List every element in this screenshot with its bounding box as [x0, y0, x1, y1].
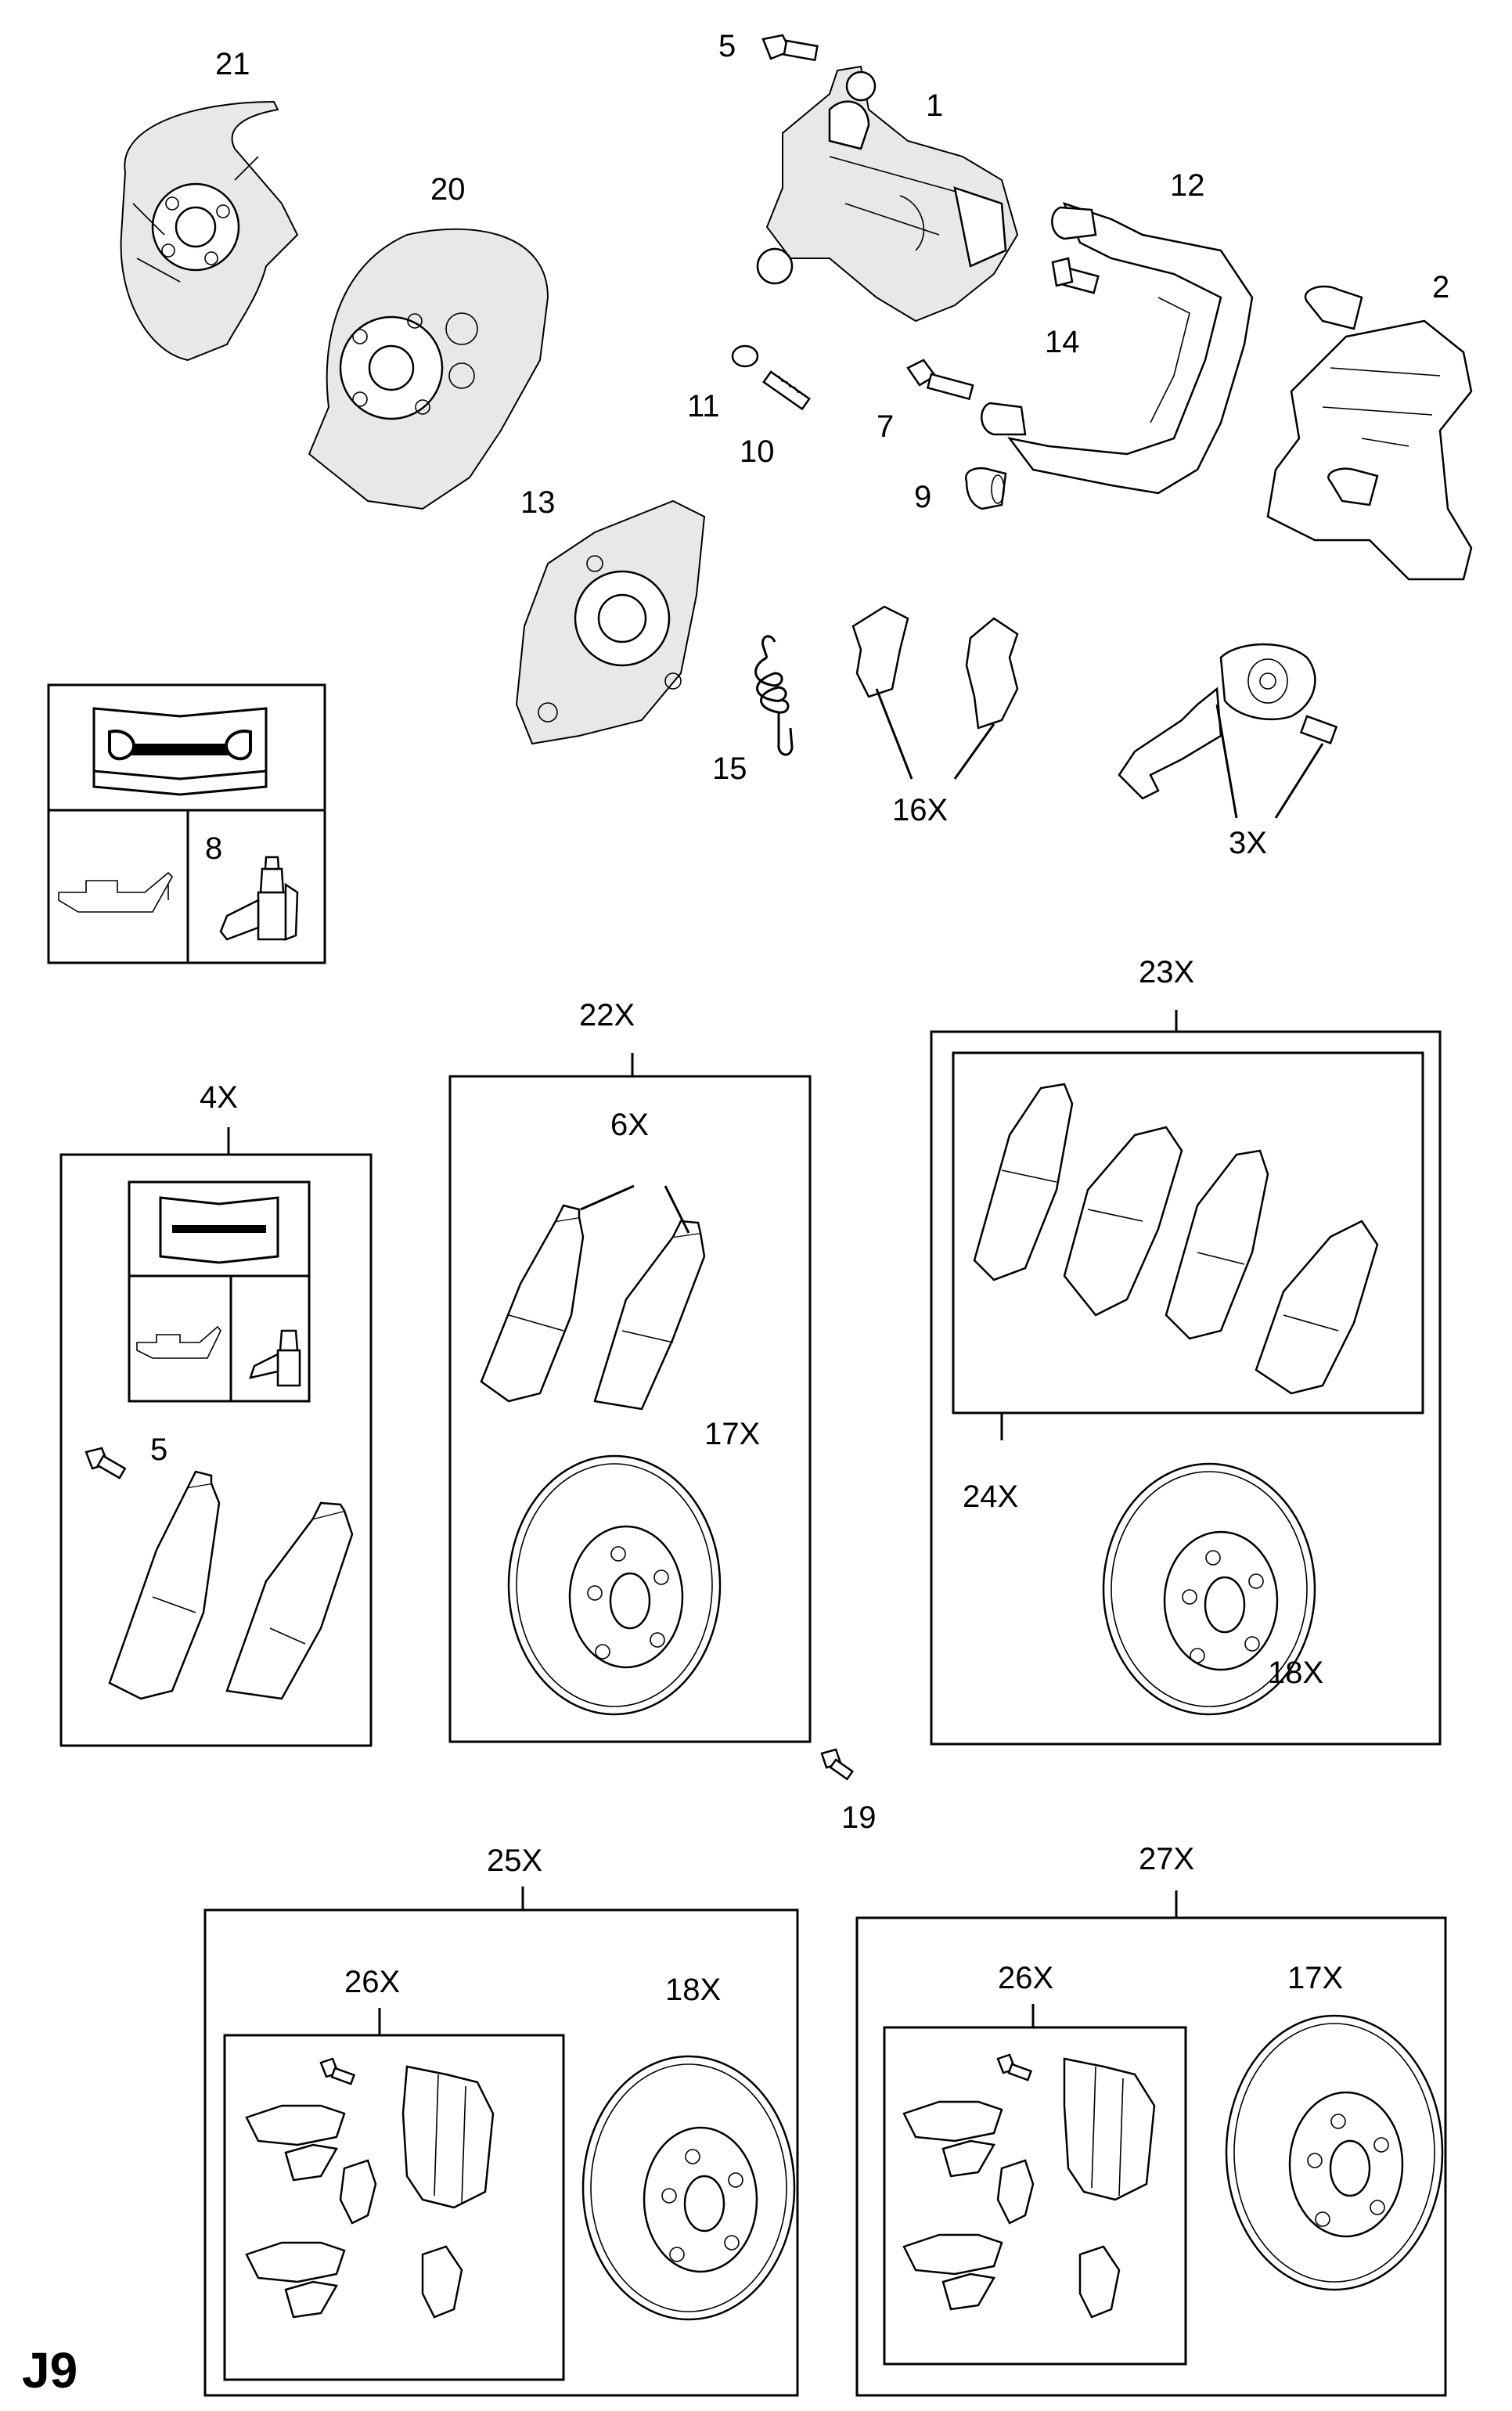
part-1-brake-caliper [756, 65, 1019, 323]
part-9-guide-boot [965, 467, 1007, 510]
part-13-anchor-plate [515, 499, 706, 745]
callout-7: 7 [877, 409, 894, 444]
part-12-caliper-bracket [981, 201, 1254, 495]
callout-10: 10 [740, 434, 775, 469]
callout-20: 20 [430, 172, 466, 207]
brake-disc [581, 2055, 796, 2321]
part-21-splash-shield [120, 100, 299, 362]
callout-23x: 23X [1139, 955, 1194, 989]
part-14-bolt [1051, 257, 1100, 294]
brake-disc [1225, 2014, 1444, 2291]
callout-15: 15 [712, 751, 747, 786]
callout-24x: 24X [963, 1479, 1018, 1514]
callout-27x: 27X [1139, 1842, 1194, 1876]
grease-tube-icon [249, 1329, 301, 1387]
service-manual-icon [159, 1196, 279, 1264]
oil-can-icon [58, 871, 173, 913]
kit-22x-box [448, 1053, 812, 1743]
callout-17x-a: 17X [704, 1417, 760, 1451]
callout-5-top: 5 [718, 29, 736, 63]
callout-18x-b: 18X [665, 1973, 721, 2007]
tools-legend-box [47, 683, 326, 964]
callout-17x-b: 17X [1287, 1961, 1343, 1995]
oil-can-icon [136, 1325, 221, 1359]
part-3x-pad-wear-sensor [1118, 643, 1338, 819]
brake-pads-pair [480, 1184, 706, 1411]
part-19-disc-screw [820, 1748, 855, 1781]
kit-25x-box [203, 1887, 799, 2397]
callout-12: 12 [1170, 168, 1205, 203]
callout-11: 11 [687, 389, 720, 423]
callout-6x: 6X [610, 1108, 649, 1142]
callout-26x-b: 26X [998, 1961, 1053, 1995]
part-11-dust-cap [731, 344, 759, 368]
kit-23x-box [930, 1010, 1442, 1746]
callout-3x: 3X [1229, 826, 1267, 860]
callout-13: 13 [520, 485, 556, 520]
part-10-bleed-screw [762, 370, 811, 411]
kit-4x-box [59, 1127, 373, 1747]
brake-disc [1102, 1462, 1316, 1716]
hardware-kit [902, 2053, 1156, 2319]
callout-22x: 22X [579, 998, 635, 1033]
callout-2: 2 [1432, 270, 1449, 305]
grease-tube-icon [219, 856, 299, 941]
callout-4x: 4X [200, 1080, 238, 1115]
brake-disc [507, 1454, 722, 1716]
callout-5-kit: 5 [150, 1433, 167, 1467]
hardware-kit [245, 2057, 495, 2319]
callout-14: 14 [1045, 325, 1080, 359]
callout-1: 1 [926, 88, 943, 123]
part-7-guide-bolt [906, 359, 974, 401]
page-code: J9 [22, 2342, 77, 2398]
service-manual-icon [92, 707, 268, 796]
callout-21: 21 [215, 47, 250, 81]
part-5-bolt-top [761, 34, 819, 62]
part-5-bolt-kit [85, 1447, 127, 1479]
part-2-caliper-carrier [1266, 285, 1473, 581]
callout-16x: 16X [892, 793, 948, 827]
callout-26x-a: 26X [344, 1965, 400, 1999]
callout-19: 19 [841, 1800, 877, 1835]
part-20-backing-plate [308, 228, 549, 510]
part-16x-anti-squeal-shims [851, 605, 1019, 780]
callout-18x-a: 18X [1268, 1656, 1323, 1690]
brake-pads-set [973, 1083, 1379, 1395]
callout-8: 8 [205, 831, 222, 866]
kit-27x-box [855, 1890, 1447, 2397]
callout-25x: 25X [487, 1843, 542, 1878]
brake-pads-pair [108, 1470, 354, 1700]
part-15-return-spring [754, 635, 794, 756]
callout-9: 9 [914, 480, 931, 514]
